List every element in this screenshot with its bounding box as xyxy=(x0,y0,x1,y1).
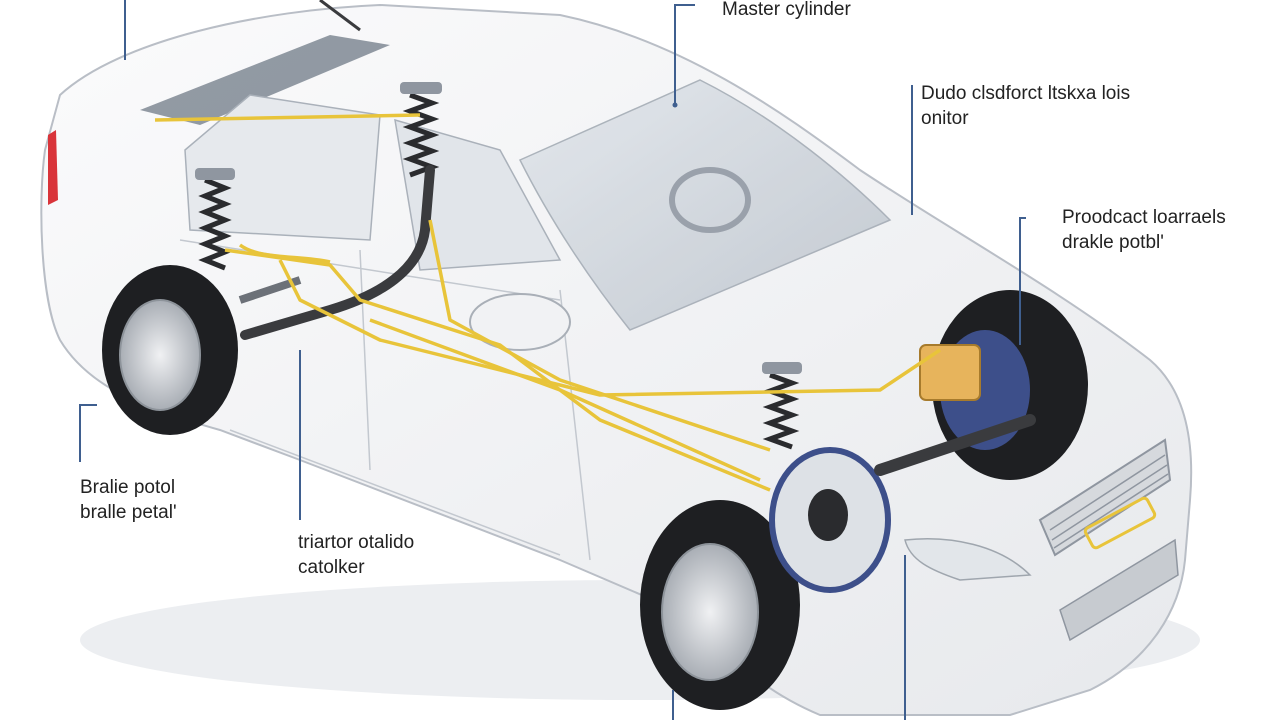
rear-window xyxy=(140,35,390,125)
master-cylinder-label-line: Master cylinder xyxy=(722,0,851,20)
front-spring xyxy=(762,362,802,450)
leader-lines xyxy=(79,0,1026,720)
side-window-front xyxy=(394,118,562,271)
brake-pedal-label-line-1: Bralie potol xyxy=(80,477,176,498)
mid-right-label: Proodcact loarraels drakle potbl' xyxy=(1062,205,1226,255)
grille-slats xyxy=(1049,454,1169,549)
front-axle xyxy=(874,414,1036,476)
brake-reservoir xyxy=(919,344,981,401)
headlight xyxy=(904,538,1032,581)
fog-light-frame xyxy=(1083,496,1157,550)
front-left-rim xyxy=(661,543,759,681)
rear-wheel xyxy=(102,265,238,435)
steering-wheel xyxy=(669,167,751,233)
side-window-rear xyxy=(184,94,381,241)
side-mirror xyxy=(469,293,571,351)
rear-spring xyxy=(195,168,235,271)
leader-master-cylinder xyxy=(674,4,695,105)
front-left-wheel xyxy=(640,500,800,710)
leader-dot-master xyxy=(672,102,678,108)
brake-hub xyxy=(808,489,848,541)
leader-mid-right xyxy=(1019,217,1026,345)
top-right-label-line-2: onitor xyxy=(921,108,969,129)
rear-driveshaft xyxy=(240,165,435,340)
brake-lines xyxy=(154,113,941,492)
front-right-wheel xyxy=(932,290,1088,480)
brake-pedal-label-line-2: bralle petal' xyxy=(80,502,177,523)
taillight xyxy=(48,130,58,205)
rear-rim xyxy=(119,299,201,411)
center-label-line-1: triartor otalido xyxy=(298,532,415,553)
top-right-label: Dudo clsdforct ltskxa lois onitor xyxy=(921,81,1130,131)
antenna xyxy=(319,0,361,32)
center-label-line-2: catolker xyxy=(298,557,365,578)
door-lines xyxy=(179,239,591,561)
lower-grille xyxy=(1059,538,1179,642)
brake-pedal-label: Bralie potol bralle petal' xyxy=(80,475,177,525)
mid-right-label-line-2: drakle potbl' xyxy=(1062,232,1164,253)
front-brake-disc xyxy=(769,447,891,593)
middle-spring xyxy=(400,82,442,178)
mid-right-label-line-1: Proodcact loarraels xyxy=(1062,207,1226,228)
leader-left xyxy=(79,404,97,462)
car-body xyxy=(40,0,1193,716)
master-cylinder-label: Master cylinder xyxy=(722,0,851,22)
windshield xyxy=(518,79,892,331)
center-label: triartor otalido catolker xyxy=(298,530,414,580)
top-right-label-line-1: Dudo clsdforct ltskxa lois xyxy=(921,83,1131,104)
